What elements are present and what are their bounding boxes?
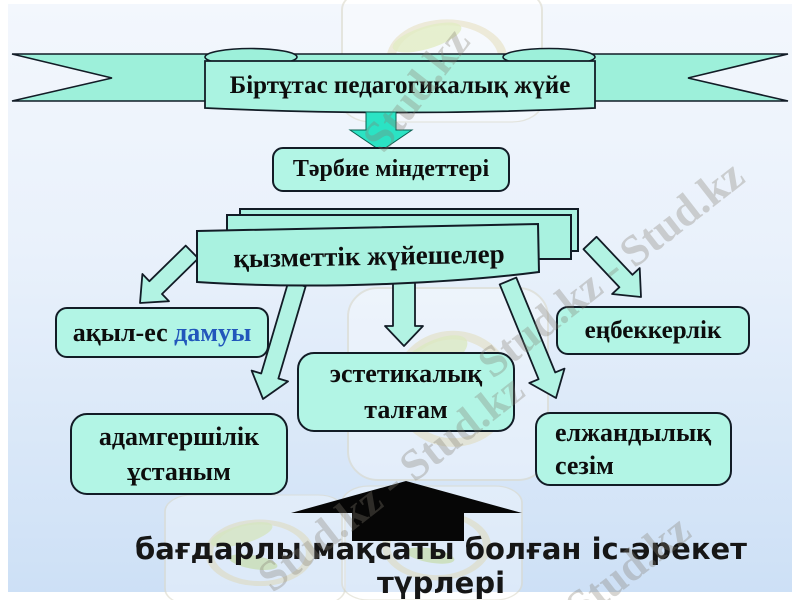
node-label-blue: дамуы bbox=[174, 317, 252, 347]
node-tarbie-mindetteri: Тәрбие міндеттері bbox=[272, 147, 510, 192]
node-line1: эстетикалық bbox=[329, 359, 483, 388]
arrow-up-icon bbox=[291, 481, 522, 541]
node-line1: елжандылық bbox=[555, 418, 712, 447]
node-line2: талғам bbox=[364, 395, 448, 424]
node-kyzmettik-zhuyesheler: қызметтік жүйешелер bbox=[233, 238, 505, 273]
node-line1: адамгершілік bbox=[98, 422, 260, 451]
node-line2: сезім bbox=[555, 451, 614, 480]
node-akyl-es-damuy: ақыл-ес дамуы bbox=[55, 307, 269, 358]
arrow-to-elzhan-icon bbox=[498, 276, 566, 399]
node-label: Тәрбие міндеттері bbox=[292, 156, 490, 182]
arrow-to-enbek-icon bbox=[582, 235, 642, 298]
node-estetikalyk-talgam: эстетикалық талғам bbox=[297, 352, 515, 432]
node-adamgershilik-ustanym: адамгершілік ұстаным bbox=[70, 413, 288, 495]
node-label: ақыл-ес bbox=[72, 317, 168, 347]
node-line2: ұстаным bbox=[127, 457, 231, 486]
node-elzhandylyk-sezim: елжандылық сезім bbox=[535, 412, 732, 486]
slide-caption: бағдарлы мақсаты болған іс-әрекет түрлер… bbox=[134, 532, 747, 600]
node-label: еңбеккерлік bbox=[584, 316, 722, 344]
scroll-face bbox=[204, 60, 596, 114]
arrow-to-adam-icon bbox=[250, 280, 307, 400]
banner-title: Біртұтас педагогикалық жүйе bbox=[229, 72, 571, 99]
node-enbekkerlik: еңбеккерлік bbox=[556, 306, 750, 355]
arrow-to-estet-icon bbox=[384, 279, 424, 347]
stack-front-sheet bbox=[196, 222, 541, 287]
arrow-to-akyl-icon bbox=[139, 244, 200, 304]
arrow-down-icon bbox=[348, 111, 414, 152]
